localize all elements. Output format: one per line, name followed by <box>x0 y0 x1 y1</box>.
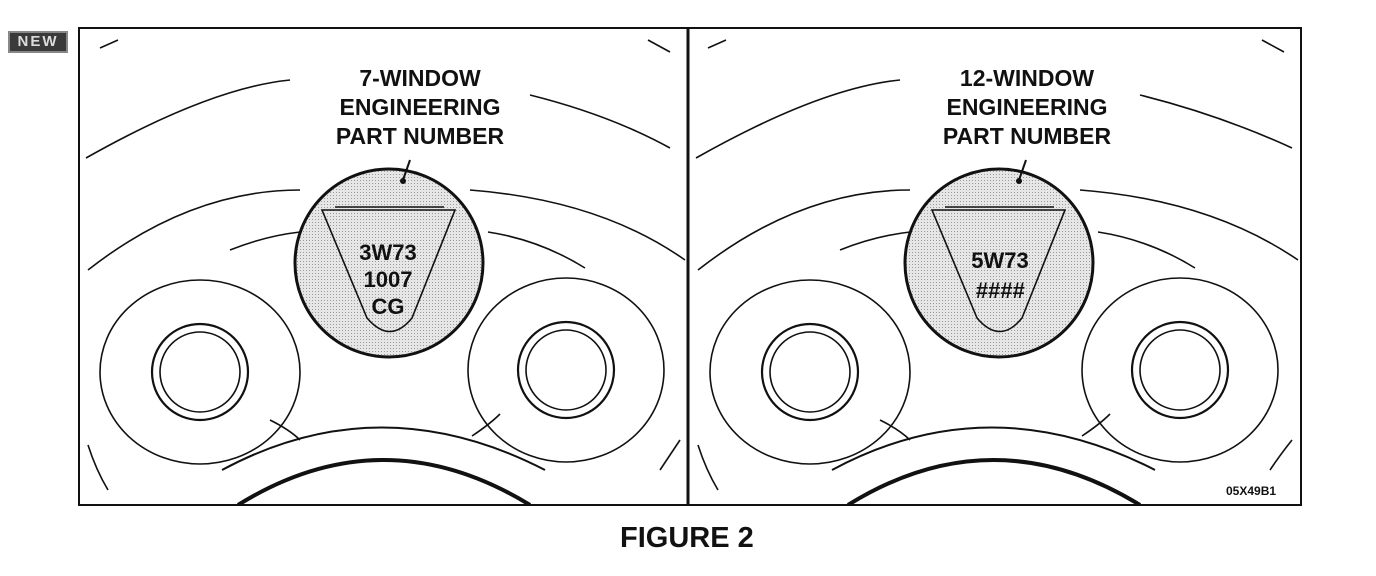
right-callout: 12-WINDOW ENGINEERING PART NUMBER <box>943 65 1112 149</box>
left-marking: 3W73 1007 CG <box>359 240 416 319</box>
left-marking-line-2: 1007 <box>364 267 413 292</box>
left-lug-outer-right <box>467 277 665 463</box>
left-callout: 7-WINDOW ENGINEERING PART NUMBER <box>336 65 505 149</box>
left-lug-nut-right <box>516 320 616 420</box>
figure-caption: FIGURE 2 <box>620 522 754 554</box>
right-callout-line-3: PART NUMBER <box>943 123 1112 149</box>
left-callout-line-2: ENGINEERING <box>339 94 500 120</box>
left-callout-dot <box>400 178 406 184</box>
figure-frame <box>78 27 1302 506</box>
left-callout-line-3: PART NUMBER <box>336 123 505 149</box>
left-callout-line-1: 7-WINDOW <box>359 65 481 91</box>
right-callout-line-1: 12-WINDOW <box>960 65 1094 91</box>
new-badge: NEW <box>8 31 68 53</box>
right-marking-line-2: #### <box>976 278 1026 303</box>
right-panel <box>695 39 1299 505</box>
left-marking-line-3: CG <box>372 294 405 319</box>
right-lug-outer-left <box>709 279 911 465</box>
right-lug-nut-left <box>760 322 860 422</box>
left-center-bore <box>236 458 532 505</box>
right-marking-line-1: 5W73 <box>971 248 1028 273</box>
left-marking-line-1: 3W73 <box>359 240 416 265</box>
right-center-bore <box>846 458 1142 505</box>
reference-code: 05X49B1 <box>1226 484 1277 498</box>
right-callout-dot <box>1016 178 1022 184</box>
right-lug-outer-right <box>1081 277 1279 463</box>
left-lug-nut-left <box>150 322 250 422</box>
left-lug-outer-left <box>99 279 301 465</box>
right-callout-line-2: ENGINEERING <box>946 94 1107 120</box>
left-stamp-area <box>293 167 485 359</box>
left-panel <box>85 39 686 505</box>
right-stamp-area <box>903 167 1095 359</box>
right-marking: 5W73 #### <box>971 248 1028 303</box>
right-lug-nut-right <box>1130 320 1230 420</box>
